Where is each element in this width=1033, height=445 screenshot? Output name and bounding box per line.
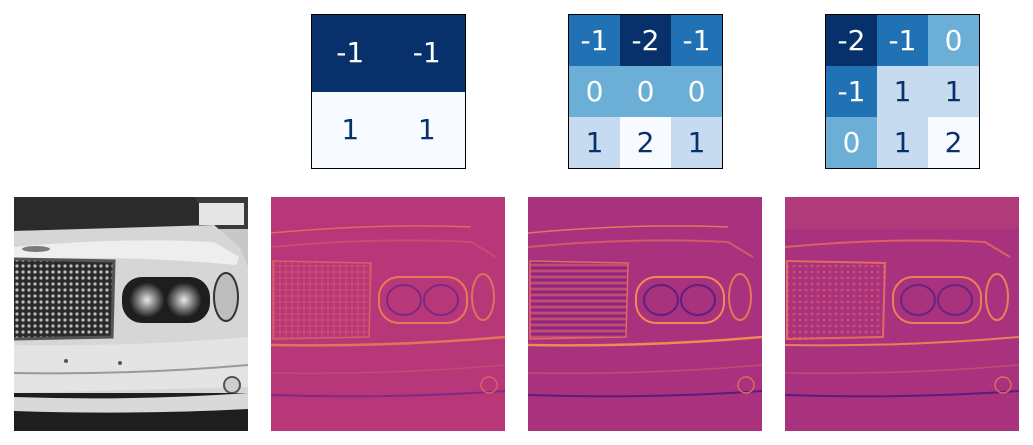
kernel-cell: 0 xyxy=(620,66,671,117)
kernel-cell: -1 xyxy=(671,15,722,66)
filtered-image-emboss xyxy=(785,197,1019,431)
filtered-image-horizontal-edge xyxy=(271,197,505,431)
car-grayscale-photo xyxy=(14,197,248,431)
kernel-cell: -1 xyxy=(312,15,389,92)
kernel-cell: -1 xyxy=(388,15,465,92)
kernel-cell: -2 xyxy=(826,15,877,66)
kernel-cell: 1 xyxy=(877,66,928,117)
car-emboss-filtered-photo xyxy=(785,197,1019,431)
kernel-cell: 0 xyxy=(826,117,877,168)
kernel-cell: 0 xyxy=(928,15,979,66)
car-edge-filtered-photo xyxy=(271,197,505,431)
kernel-cell: 2 xyxy=(928,117,979,168)
kernel-cell: 0 xyxy=(671,66,722,117)
kernel-cell: 2 xyxy=(620,117,671,168)
filtered-image-sobel xyxy=(528,197,762,431)
kernel-cell: -1 xyxy=(877,15,928,66)
kernel-cell: -1 xyxy=(569,15,620,66)
kernel-cell: -2 xyxy=(620,15,671,66)
kernel-cell: 1 xyxy=(877,117,928,168)
kernel-cell: 1 xyxy=(388,91,465,168)
original-grayscale-image xyxy=(14,197,248,431)
car-sobel-filtered-photo xyxy=(528,197,762,431)
kernel-cell: 1 xyxy=(928,66,979,117)
kernel-cell: 1 xyxy=(312,91,389,168)
kernel-cell: -1 xyxy=(826,66,877,117)
kernel-cell: 0 xyxy=(569,66,620,117)
kernel-cell: 1 xyxy=(671,117,722,168)
kernel-cell: 1 xyxy=(569,117,620,168)
